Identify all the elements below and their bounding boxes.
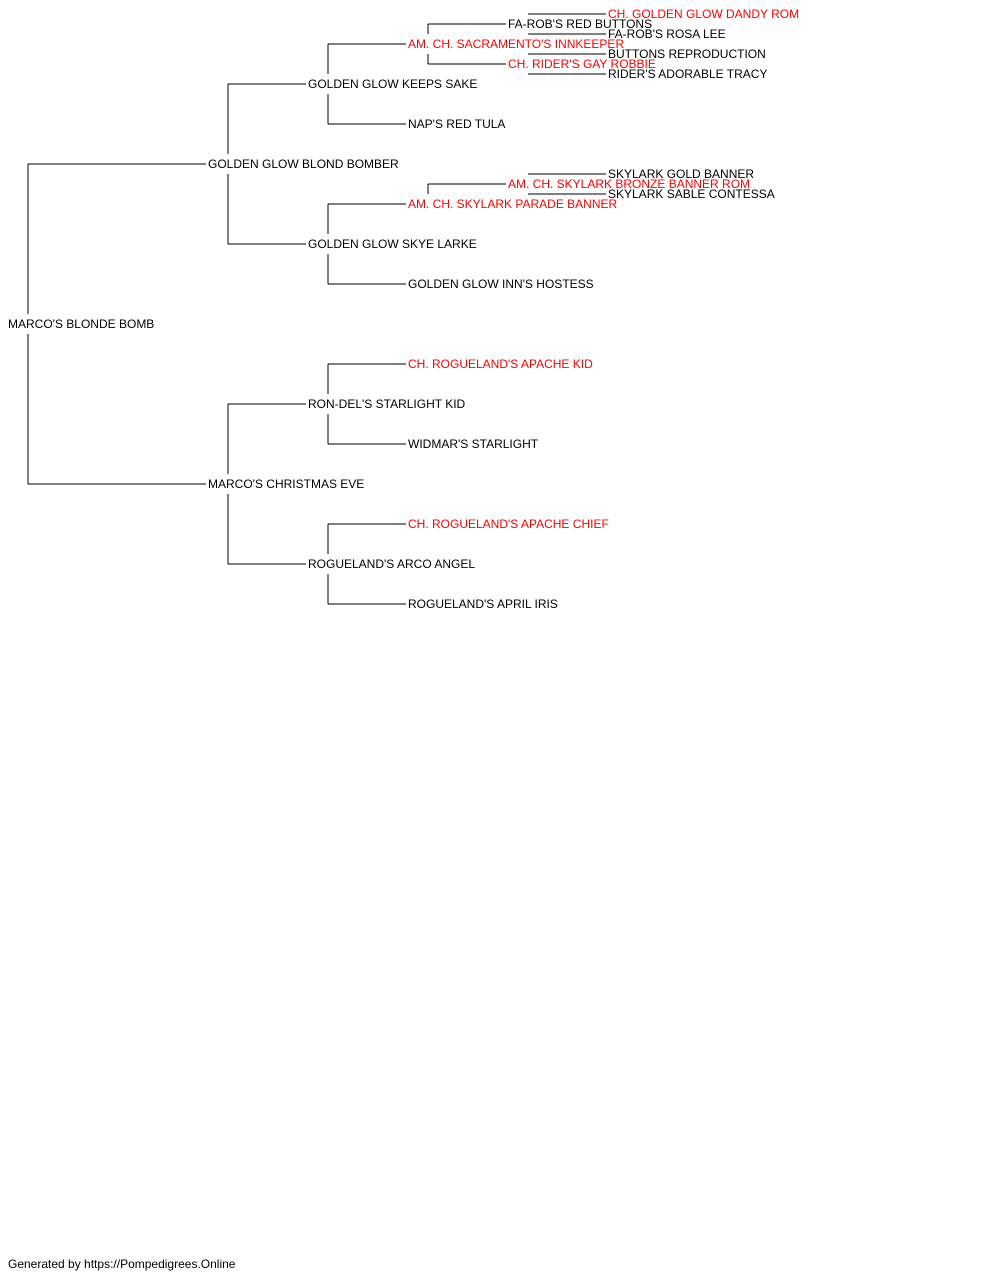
dog-golden-glow-blond-bomber[interactable]: GOLDEN GLOW BLOND BOMBER <box>208 157 399 171</box>
dog-ch-golden-glow-dandy-rom[interactable]: CH. GOLDEN GLOW DANDY ROM <box>608 7 799 21</box>
dog-marco-s-blonde-bomb[interactable]: MARCO'S BLONDE BOMB <box>8 317 154 331</box>
dog-ch-rogueland-s-apache-chief[interactable]: CH. ROGUELAND'S APACHE CHIEF <box>408 517 609 531</box>
dog-marco-s-christmas-eve[interactable]: MARCO'S CHRISTMAS EVE <box>208 477 364 491</box>
dog-widmar-s-starlight[interactable]: WIDMAR'S STARLIGHT <box>408 437 539 451</box>
dog-nap-s-red-tula[interactable]: NAP'S RED TULA <box>408 117 505 131</box>
dog-golden-glow-keeps-sake[interactable]: GOLDEN GLOW KEEPS SAKE <box>308 77 477 91</box>
pedigree-tree: MARCO'S BLONDE BOMB GOLDEN GLOW BLOND BOM… <box>8 7 799 611</box>
dog-skylark-sable-contessa[interactable]: SKYLARK SABLE CONTESSA <box>608 187 775 201</box>
dog-fa-rob-s-rosa-lee[interactable]: FA-ROB'S ROSA LEE <box>608 27 726 41</box>
dog-skylark-gold-banner[interactable]: SKYLARK GOLD BANNER <box>608 167 754 181</box>
dog-golden-glow-inn-s-hostess[interactable]: GOLDEN GLOW INN'S HOSTESS <box>408 277 594 291</box>
dog-rider-s-adorable-tracy[interactable]: RIDER'S ADORABLE TRACY <box>608 67 767 81</box>
dog-buttons-reproduction[interactable]: BUTTONS REPRODUCTION <box>608 47 766 61</box>
dog-golden-glow-skye-larke[interactable]: GOLDEN GLOW SKYE LARKE <box>308 237 477 251</box>
dog-am-ch-skylark-parade-banner[interactable]: AM. CH. SKYLARK PARADE BANNER <box>408 197 617 211</box>
dog-ch-rider-s-gay-robbie[interactable]: CH. RIDER'S GAY ROBBIE <box>508 57 656 71</box>
dog-ch-rogueland-s-apache-kid[interactable]: CH. ROGUELAND'S APACHE KID <box>408 357 593 371</box>
dog-am-ch-skylark-bronze-banner-rom[interactable]: AM. CH. SKYLARK BRONZE BANNER ROM <box>508 177 750 191</box>
dog-ron-del-s-starlight-kid[interactable]: RON-DEL'S STARLIGHT KID <box>308 397 466 411</box>
dog-am-ch-sacramento-s-innkeeper[interactable]: AM. CH. SACRAMENTO'S INNKEEPER <box>408 37 624 51</box>
dog-rogueland-s-april-iris[interactable]: ROGUELAND'S APRIL IRIS <box>408 597 558 611</box>
generated-by-footer: Generated by https://Pompedigrees.Online <box>8 1257 236 1271</box>
dog-rogueland-s-arco-angel[interactable]: ROGUELAND'S ARCO ANGEL <box>308 557 475 571</box>
dog-fa-rob-s-red-buttons[interactable]: FA-ROB'S RED BUTTONS <box>508 17 652 31</box>
